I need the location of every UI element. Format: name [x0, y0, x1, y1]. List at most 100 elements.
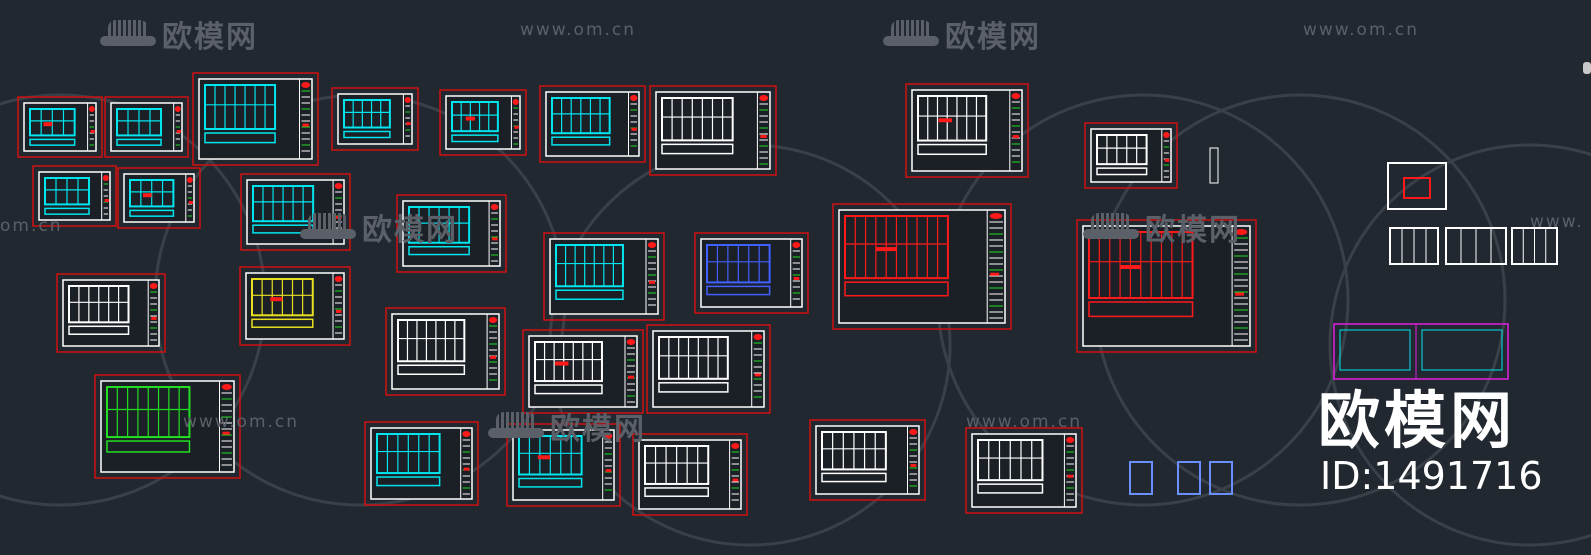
- title-block: [219, 381, 232, 472]
- scroll-handle[interactable]: [1583, 62, 1591, 74]
- drawing-sheet[interactable]: [385, 307, 506, 396]
- sofa-icon: [100, 20, 156, 48]
- title-block: [756, 92, 769, 169]
- loose-drawings[interactable]: [1129, 147, 1558, 495]
- drawing-sheet[interactable]: [192, 72, 319, 166]
- drawing-sheet[interactable]: [539, 85, 646, 163]
- watermark-text: 欧模网: [362, 213, 458, 248]
- drawing-sheet[interactable]: [543, 232, 665, 321]
- sheet-frame: [543, 232, 665, 321]
- title-block: [332, 273, 343, 339]
- title-block: [486, 314, 498, 389]
- sheet-border: [100, 380, 235, 473]
- drawing-sheet[interactable]: [646, 324, 771, 414]
- drawing-sheet[interactable]: [439, 89, 527, 156]
- drawing-sheet[interactable]: [396, 194, 507, 273]
- drawing-sheet[interactable]: [694, 232, 809, 314]
- title-block: [628, 92, 638, 156]
- elevation-drawing: [706, 244, 771, 296]
- sheet-frame: [522, 329, 644, 414]
- drawing-sheet[interactable]: [522, 329, 644, 414]
- sheet-frame: [364, 421, 479, 506]
- drawing-sheet[interactable]: [809, 419, 926, 501]
- sheet-border: [638, 439, 742, 510]
- sheet-frame: [694, 232, 809, 314]
- sheet-border: [971, 433, 1077, 508]
- sofa-icon: [300, 213, 356, 241]
- cabinet-icon-drawing: [1209, 461, 1233, 495]
- drawing-sheet[interactable]: [94, 374, 241, 479]
- sheet-border: [23, 102, 97, 152]
- title-block: [624, 336, 636, 407]
- sheet-border: [38, 171, 111, 221]
- elevation-drawing: [251, 278, 314, 328]
- title-block: [907, 426, 918, 494]
- drawing-sheet[interactable]: [364, 421, 479, 506]
- drawing-sheet[interactable]: [117, 167, 201, 229]
- cabinet-icon-drawing: [1177, 461, 1201, 495]
- drawing-sheet[interactable]: [32, 165, 117, 227]
- title-block: [602, 430, 613, 500]
- title-block: [460, 428, 471, 499]
- elevation-drawing: [844, 215, 949, 297]
- watermark-logo: 欧模网: [1083, 205, 1241, 249]
- sheet-border: [815, 425, 920, 495]
- drawing-sheet[interactable]: [965, 427, 1083, 514]
- watermark-logo: 欧模网: [300, 205, 458, 249]
- elevation-drawing: [106, 386, 191, 453]
- drawing-sheet[interactable]: [17, 96, 103, 158]
- sheet-frame: [832, 203, 1012, 330]
- elevation-drawing: [116, 108, 163, 146]
- drawing-sheet[interactable]: [649, 85, 777, 176]
- sheet-border: [110, 102, 183, 152]
- sofa-icon: [1083, 213, 1139, 241]
- sheet-frame: [439, 89, 527, 156]
- drawing-sheet[interactable]: [1076, 219, 1257, 353]
- drawing-sheet[interactable]: [104, 96, 189, 158]
- sheet-frame: [32, 165, 117, 227]
- title-block: [510, 96, 519, 149]
- drawing-sheet[interactable]: [239, 266, 351, 346]
- sheet-border: [1090, 128, 1172, 183]
- title-block: [645, 239, 657, 314]
- sheet-frame: [94, 374, 241, 479]
- watermark-arc: [1328, 143, 1591, 547]
- elevation-drawing: [658, 336, 729, 393]
- watermark-logo: 欧模网: [488, 404, 646, 448]
- elevation-drawing: [204, 84, 277, 144]
- sheet-border: [245, 272, 345, 340]
- elevation-drawing: [397, 319, 466, 375]
- sheet-frame: [192, 72, 319, 166]
- elevation-drawing: [661, 97, 734, 155]
- elevation-drawing: [408, 206, 471, 256]
- drawing-sheet[interactable]: [632, 433, 748, 516]
- sheet-frame: [809, 419, 926, 501]
- elevation-drawing: [451, 101, 499, 143]
- sheet-border: [123, 173, 195, 223]
- drawing-sheet[interactable]: [506, 423, 621, 507]
- drawing-sheet[interactable]: [905, 83, 1029, 178]
- title-block: [488, 201, 499, 266]
- elevation-drawing: [129, 179, 175, 217]
- title-block: [402, 94, 411, 144]
- drawing-sheet[interactable]: [1084, 122, 1178, 189]
- watermark-text: 欧模网: [550, 412, 646, 447]
- elevation-drawing: [917, 95, 988, 156]
- sheet-frame: [117, 167, 201, 229]
- elevation-drawing: [44, 177, 91, 215]
- sheet-frame: [1084, 122, 1178, 189]
- sheet-frame: [385, 307, 506, 396]
- title-block: [87, 103, 95, 151]
- drawing-sheet[interactable]: [832, 203, 1012, 330]
- sheet-border: [700, 238, 803, 308]
- stamp-title: 欧模网: [1318, 384, 1517, 457]
- title-block: [1231, 226, 1248, 346]
- elevation-drawing: [551, 97, 611, 146]
- elevation-drawing: [534, 341, 603, 395]
- sheet-frame: [905, 83, 1029, 178]
- drawing-sheet[interactable]: [56, 273, 166, 353]
- stamp-id: ID:1491716: [1320, 454, 1543, 498]
- drawing-sheet[interactable]: [331, 87, 419, 151]
